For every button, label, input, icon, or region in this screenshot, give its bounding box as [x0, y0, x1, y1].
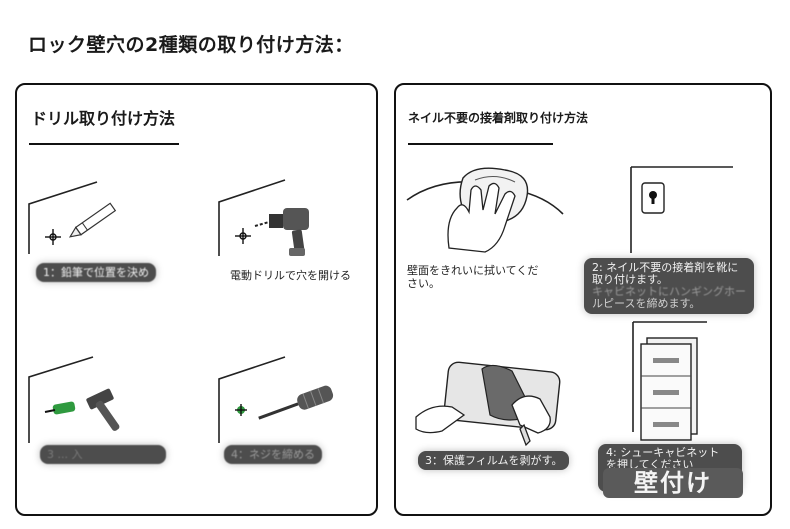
adhesive-step2-caption: 2: ネイル不要の接着剤を靴に 取り付けます。 キャビネットにハンギングホー ル… — [584, 258, 754, 314]
drill-step3-caption: 3 ... 入 — [40, 445, 166, 464]
power-drill-illustration — [218, 179, 309, 256]
adhesive-step2-line4: ルピースを締めます。 — [592, 297, 701, 310]
drill-title-underline — [29, 143, 179, 145]
drill-step4-caption: 4：ネジを締める — [224, 445, 322, 464]
wipe-wall-illustration — [406, 167, 564, 253]
shoe-cabinet-illustration — [632, 321, 707, 441]
adhesive-step1-caption-line1: 壁面をきれいに拭いてくだ — [407, 264, 539, 277]
hand-icon — [447, 182, 516, 253]
pencil-icon — [68, 202, 117, 238]
screwdriver-icon — [258, 385, 334, 420]
screwdriver-illustration — [218, 356, 334, 443]
drill-install-panel: ドリル取り付け方法 — [15, 83, 378, 516]
pencil-mark-illustration — [28, 181, 117, 254]
drill-step1-caption: 1：鉛筆で位置を決め — [36, 263, 156, 282]
screw-anchor-icon — [235, 404, 247, 416]
adhesive-step2-line3: キャビネットにハンギングホー — [592, 285, 746, 298]
crosshair-icon — [45, 229, 61, 245]
hand-icon — [415, 395, 551, 447]
page-title: ロック壁穴の2種類の取り付け方法： — [28, 34, 354, 56]
drill-step2-caption: 電動ドリルで穴を開ける — [230, 269, 351, 282]
adhesive-step3-caption: 3：保護フィルムを剥がす。 — [418, 451, 570, 470]
wall-mount-overlay-label: 壁付け — [603, 468, 743, 498]
adhesive-title-underline — [408, 143, 553, 145]
crosshair-icon — [235, 228, 251, 244]
adhesive-step4-line2: を押してください — [606, 458, 694, 471]
wall-anchor-icon — [44, 401, 76, 415]
peel-film-illustration — [415, 361, 561, 447]
cabinet-icon — [640, 337, 698, 441]
drill-icon — [254, 208, 309, 256]
hammer-icon — [86, 388, 120, 431]
adhesive-step1-caption-line2: さい。 — [407, 277, 440, 290]
adhesive-wall-illustration — [630, 166, 733, 253]
adhesive-step2-line1: 2: ネイル不要の接着剤を靴に — [592, 261, 739, 274]
adhesive-step4-line1: 4: シューキャビネット — [606, 446, 720, 459]
hammer-anchor-illustration — [28, 356, 120, 443]
keyhole-bracket-icon — [641, 182, 665, 214]
adhesive-step2-line2: 取り付けます。 — [592, 273, 668, 286]
adhesive-panel-title: ネイル不要の接着剤取り付け方法 — [408, 111, 589, 125]
drill-panel-title: ドリル取り付け方法 — [31, 109, 176, 128]
